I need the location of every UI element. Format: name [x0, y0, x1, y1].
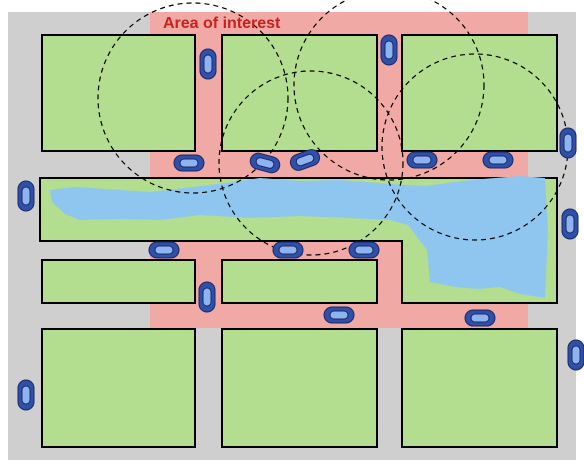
car-icon: [559, 127, 577, 159]
car-icon: [561, 208, 579, 240]
city-block: [41, 328, 196, 448]
car-icon: [198, 281, 216, 313]
car-icon: [272, 241, 304, 259]
car-icon: [289, 149, 321, 171]
city-block: [221, 34, 378, 152]
car-icon: [17, 379, 35, 411]
car-icon: [148, 241, 180, 259]
car-icon: [380, 34, 398, 66]
car-icon: [249, 152, 281, 174]
city-block: [401, 34, 558, 152]
city-block: [41, 34, 196, 152]
car-icon: [17, 180, 35, 212]
coverage-circle: [293, 0, 485, 181]
river: [50, 176, 548, 298]
car-icon: [482, 151, 514, 169]
city-block: [221, 259, 378, 304]
car-icon: [406, 151, 438, 169]
city-block: [221, 328, 378, 448]
car-icon: [567, 339, 584, 371]
car-icon: [199, 48, 217, 80]
car-icon: [173, 154, 205, 172]
city-block: [401, 328, 558, 448]
coverage-circle: [97, 2, 289, 194]
car-icon: [348, 241, 380, 259]
car-icon: [323, 306, 355, 324]
coverage-circle: [218, 70, 404, 256]
car-icon: [464, 309, 496, 327]
vehicles: [17, 34, 584, 411]
diagram-title: Area of interest: [163, 15, 281, 32]
city-block: [41, 259, 196, 304]
